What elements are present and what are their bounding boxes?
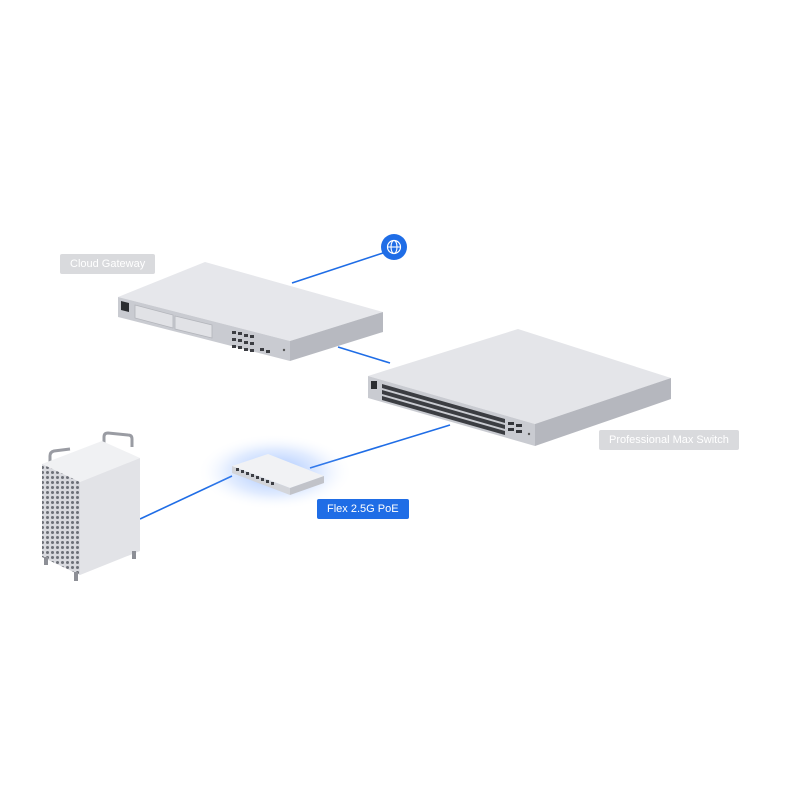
tower-computer — [42, 431, 140, 581]
professional-max-switch-device — [368, 329, 671, 446]
link-gateway-switch — [337, 346, 391, 364]
switch-port-rows — [382, 384, 505, 435]
gateway-ports — [232, 331, 270, 353]
flex-poe-device — [197, 434, 353, 510]
cloud-gateway-device — [118, 262, 383, 361]
flex-poe-label: Flex 2.5G PoE — [317, 499, 409, 519]
link-internet-gateway — [291, 251, 387, 284]
flex-ports — [236, 468, 274, 485]
professional-max-switch-label: Professional Max Switch — [599, 430, 739, 450]
cloud-gateway-label: Cloud Gateway — [60, 254, 156, 274]
switch-sfp-ports — [508, 422, 522, 433]
tower-feet — [44, 551, 136, 581]
globe-icon — [381, 234, 407, 260]
